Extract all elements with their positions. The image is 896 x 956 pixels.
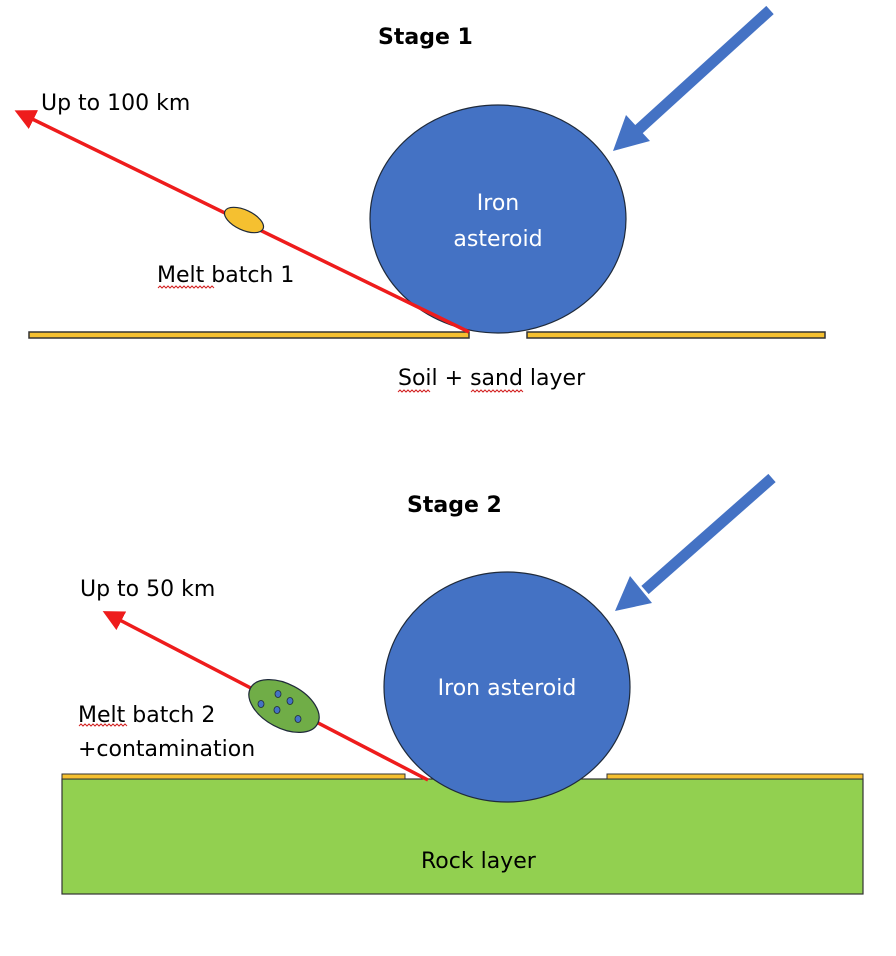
soil-layer-left <box>61 773 406 780</box>
asteroid-label-line2: asteroid <box>453 227 542 252</box>
contamination-label: +contamination <box>78 737 255 762</box>
melt-batch-1-blob <box>223 206 265 234</box>
asteroid-label-line1: Iron <box>477 191 519 216</box>
stage-1-title: Stage 1 <box>378 25 473 50</box>
contaminant-dot <box>274 690 282 698</box>
soil-layer-right <box>526 331 826 339</box>
stage-2-title: Stage 2 <box>407 493 502 518</box>
spellcheck-underline <box>397 389 431 393</box>
impact-arrow-icon <box>615 473 776 611</box>
stage-1: Stage 1 Iron asteroid Up to 100 km Melt … <box>14 5 826 393</box>
melt-batch-1-label: Melt batch 1 <box>157 263 294 288</box>
soil-layer-label: Soil + sand layer <box>398 366 586 391</box>
melt-batch-2-label: Melt batch 2 <box>78 703 215 728</box>
contaminant-dot <box>273 706 281 714</box>
spellcheck-underline <box>470 389 524 393</box>
ejecta-distance-label: Up to 50 km <box>80 577 215 602</box>
rock-layer-label: Rock layer <box>421 849 537 874</box>
rock-layer <box>61 778 864 895</box>
asteroid-label: Iron asteroid <box>438 676 577 701</box>
soil-layer-left <box>28 331 470 339</box>
impact-arrow-icon <box>613 5 774 151</box>
contaminant-dot <box>294 715 302 723</box>
ejecta-distance-label: Up to 100 km <box>41 91 190 116</box>
soil-layer-right <box>606 773 864 780</box>
spellcheck-underline <box>78 723 128 727</box>
contaminant-dot <box>286 697 294 705</box>
iron-asteroid <box>383 571 631 803</box>
stage-2: Stage 2 Iron asteroid Up to 50 km Melt b… <box>61 473 864 895</box>
iron-asteroid <box>369 104 627 334</box>
spellcheck-underline <box>157 285 215 289</box>
melt-batch-2-blob <box>248 679 320 733</box>
contaminant-dot <box>257 700 265 708</box>
